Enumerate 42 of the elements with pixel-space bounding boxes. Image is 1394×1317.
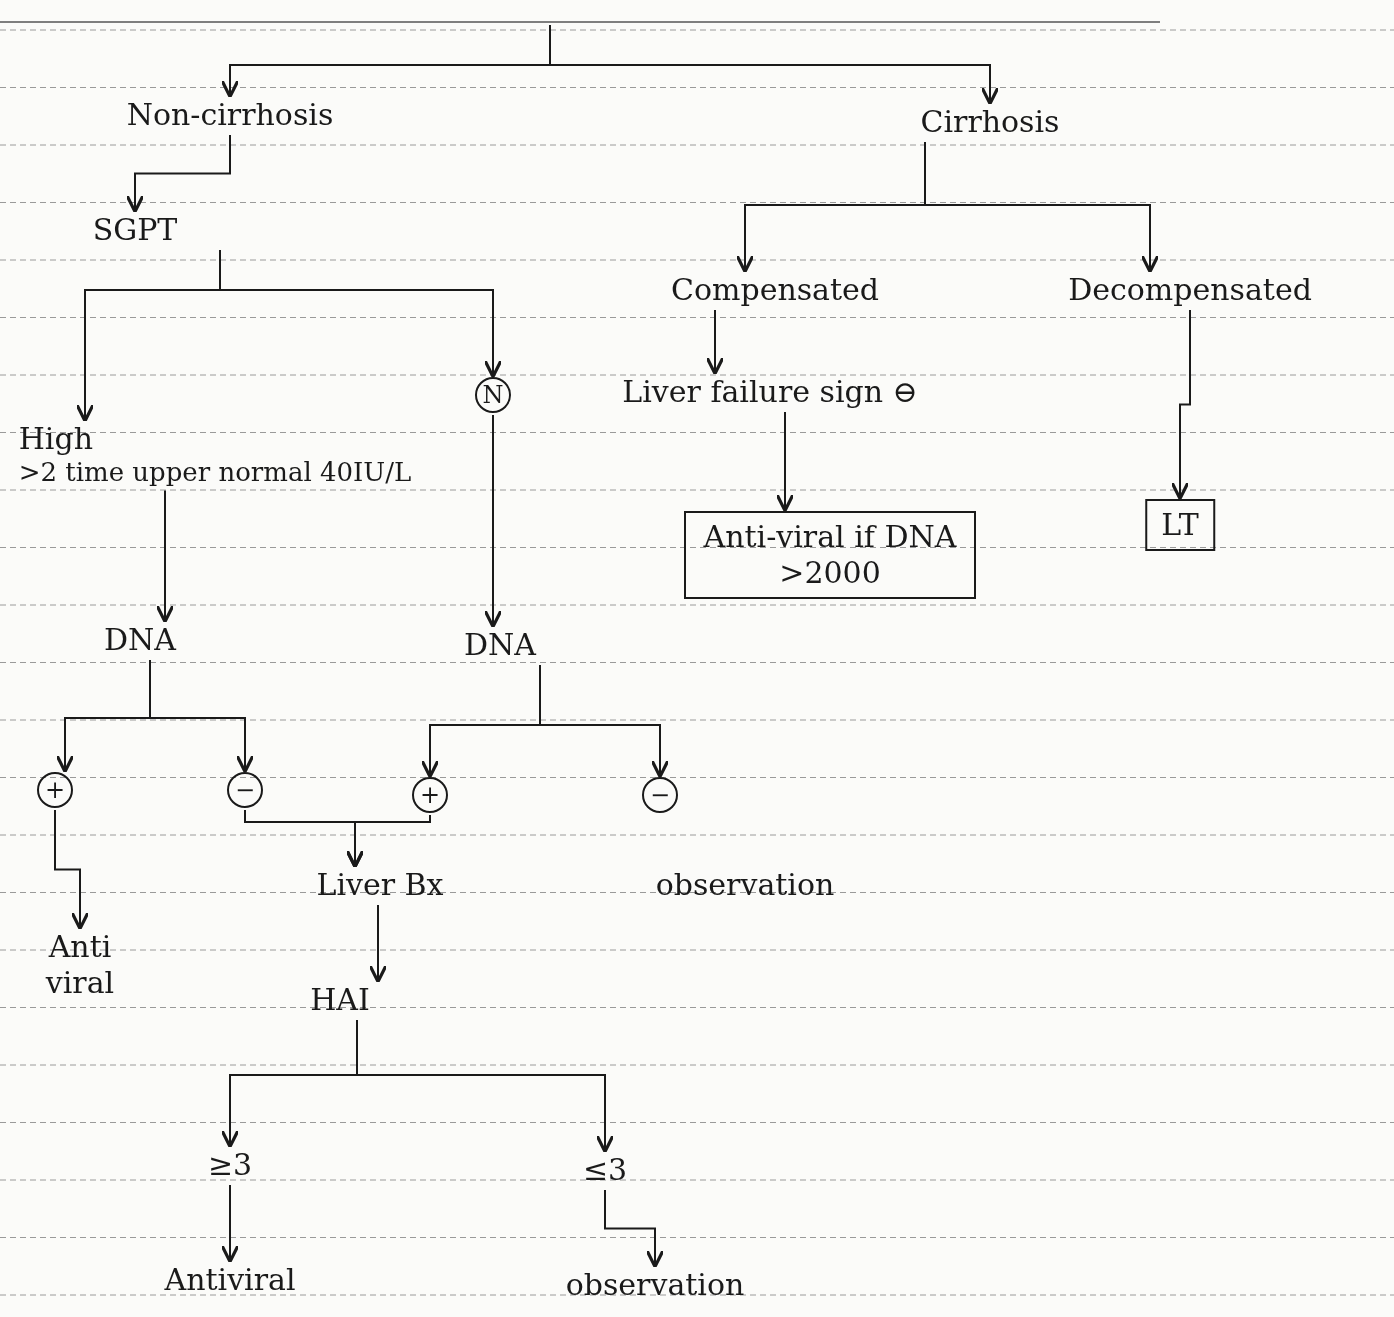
node-text: ≥3	[207, 1147, 253, 1183]
circled-letter: N	[475, 377, 511, 413]
node-text: ≤3	[582, 1152, 628, 1188]
arrow	[368, 904, 388, 984]
arrow	[356, 1019, 615, 1154]
arrow	[775, 411, 795, 513]
node-text: >2 time upper normal 40IU/L	[18, 457, 412, 489]
arrow	[149, 659, 255, 774]
circled-sign: +	[37, 772, 73, 808]
node-text: observation	[655, 867, 835, 903]
arrow	[604, 1189, 665, 1269]
process-box: Anti-viral if DNA >2000	[684, 511, 976, 599]
node-text: Liver Bx	[316, 867, 444, 903]
arrow	[539, 664, 670, 779]
node-text: High	[18, 421, 94, 458]
arrow	[219, 249, 503, 379]
circled-sign: +	[412, 777, 448, 813]
arrow	[54, 809, 90, 931]
arrow	[483, 414, 503, 629]
arrow	[705, 309, 725, 376]
node-text: DNA	[464, 627, 536, 663]
node-text: HAI	[310, 982, 370, 1018]
node-text: Decompensated	[1068, 272, 1312, 308]
node-text: Compensated	[671, 272, 879, 308]
circled-sign: −	[642, 777, 678, 813]
node-text: Non-cirrhosis	[126, 97, 334, 133]
node-text: SGPT	[92, 212, 178, 248]
process-box: LT	[1145, 499, 1215, 551]
node-text: Liver failure sign ⊖	[622, 374, 918, 410]
node-text: Cirrhosis	[920, 104, 1060, 140]
arrow	[1170, 309, 1191, 501]
arrow	[549, 24, 1000, 106]
arrow	[924, 141, 1160, 274]
arrow	[155, 489, 175, 624]
arrow	[345, 814, 431, 869]
circled-sign: −	[227, 772, 263, 808]
arrow	[220, 1184, 240, 1264]
node-text: Antiviral	[164, 1262, 296, 1298]
node-text: observation	[565, 1267, 745, 1303]
node-text: Anti viral	[25, 929, 135, 1001]
node-text: DNA	[104, 622, 176, 658]
arrow	[125, 134, 231, 214]
